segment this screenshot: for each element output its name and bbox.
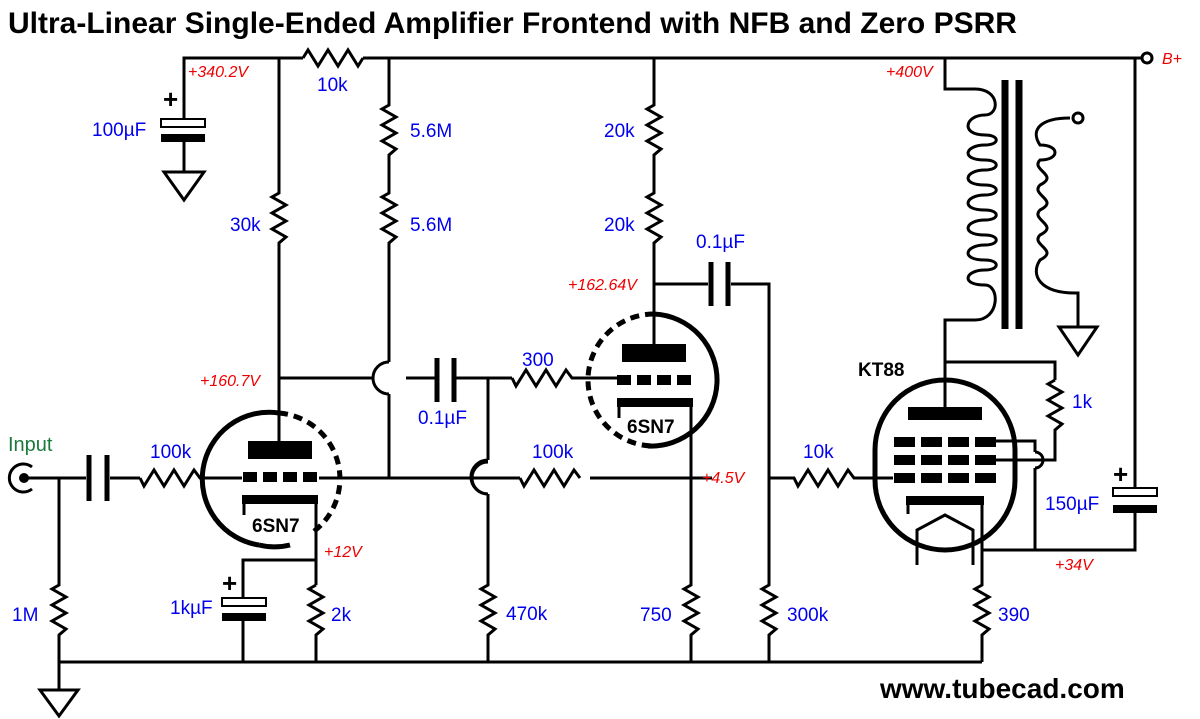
capacitor-c-couple1: [434, 358, 512, 402]
input-label: Input: [8, 434, 53, 456]
schematic-title: Ultra-Linear Single-Ended Amplifier Fron…: [8, 7, 1017, 40]
resistor-r-supply: [301, 47, 365, 69]
ground-icon: [161, 170, 207, 203]
r-screen-value: 1k: [1072, 392, 1093, 413]
tube-v2-label: 6SN7: [627, 417, 675, 438]
b-plus-label: B+: [1162, 51, 1182, 68]
resistor-r-grid-stop1: [138, 467, 242, 490]
polarity-plus-icon: +: [163, 84, 178, 114]
c-couple2-value: 0.1µF: [696, 232, 745, 253]
capacitor-c-cathode1: +: [221, 558, 316, 662]
r-grid-leak3-value: 300k: [787, 605, 829, 626]
c-cathode1-value: 1kµF: [170, 598, 213, 619]
ground-icon: [1056, 325, 1100, 358]
capacitor-c-cathode3: +: [1112, 459, 1158, 513]
polarity-plus-icon: +: [222, 568, 237, 598]
r-fb-value: 100k: [532, 442, 574, 463]
r-div-top-value: 5.6M: [410, 121, 452, 142]
r-cathode3-value: 390: [998, 605, 1030, 626]
r-grid-stop3-value: 10k: [803, 442, 834, 463]
c-couple1-value: 0.1µF: [418, 408, 467, 429]
capacitor-c-couple2: [708, 262, 780, 662]
r-grid-stop1-value: 100k: [150, 442, 192, 463]
resistor-r-bias2: [469, 378, 499, 662]
tube-v1-label: 6SN7: [252, 516, 300, 537]
r-div-bottom-value: 5.6M: [410, 215, 452, 236]
b-plus-terminal-icon: [1140, 51, 1154, 65]
v3-cathode-voltage: +34V: [1055, 557, 1094, 574]
tube-v1: [199, 378, 712, 585]
resistor-divider: [371, 58, 400, 478]
polarity-plus-icon: +: [1113, 459, 1128, 489]
v2-cathode-voltage: +4.5V: [702, 470, 746, 487]
ground-icon: [37, 688, 81, 719]
tube-v3: [872, 360, 1057, 565]
r-plate1-value: 30k: [230, 215, 261, 236]
supply-node-voltage: +340.2V: [188, 64, 249, 81]
output-terminal-icon: [1071, 111, 1085, 125]
r-cathode1-value: 2k: [331, 605, 352, 626]
resistor-r-screen: [996, 378, 1066, 550]
v1-cathode-voltage: +12V: [324, 544, 363, 561]
resistor-r-cathode1: [305, 583, 327, 662]
resistor-r-grid-stop2: [510, 367, 620, 390]
v1-plate-voltage: +160.7V: [200, 373, 261, 390]
tube-v3-label: KT88: [858, 360, 904, 381]
b-plus-voltage: +400V: [886, 64, 934, 81]
tube-v2: [585, 311, 720, 662]
website-url: www.tubecad.com: [879, 673, 1125, 704]
c-supply-value: 100µF: [92, 120, 146, 141]
r-supply-value: 10k: [317, 75, 348, 96]
resistor-r-grid-stop3: [769, 467, 893, 490]
resistor-r-grid-leak-in: [37, 478, 81, 719]
r-cathode2-value: 750: [640, 605, 672, 626]
b-plus-rail: [182, 51, 1154, 112]
r-plate2a-value: 20k: [604, 121, 635, 142]
r-grid-leak-in-value: 1M: [12, 605, 38, 626]
r-plate2b-value: 20k: [604, 215, 635, 236]
r-grid-stop2-value: 300: [522, 350, 554, 371]
c-cathode3-value: 150µF: [1045, 494, 1099, 515]
capacitor-c-supply: +: [160, 84, 207, 203]
v2-plate-voltage: +162.64V: [568, 277, 638, 294]
r-bias2-value: 470k: [506, 604, 548, 625]
capacitor-c-input: [86, 455, 140, 501]
resistor-r-plate1: [268, 58, 290, 378]
resistor-r-plate2: [643, 58, 665, 344]
output-transformer: [943, 58, 1100, 362]
kt88-cathode-network: [971, 58, 1137, 662]
